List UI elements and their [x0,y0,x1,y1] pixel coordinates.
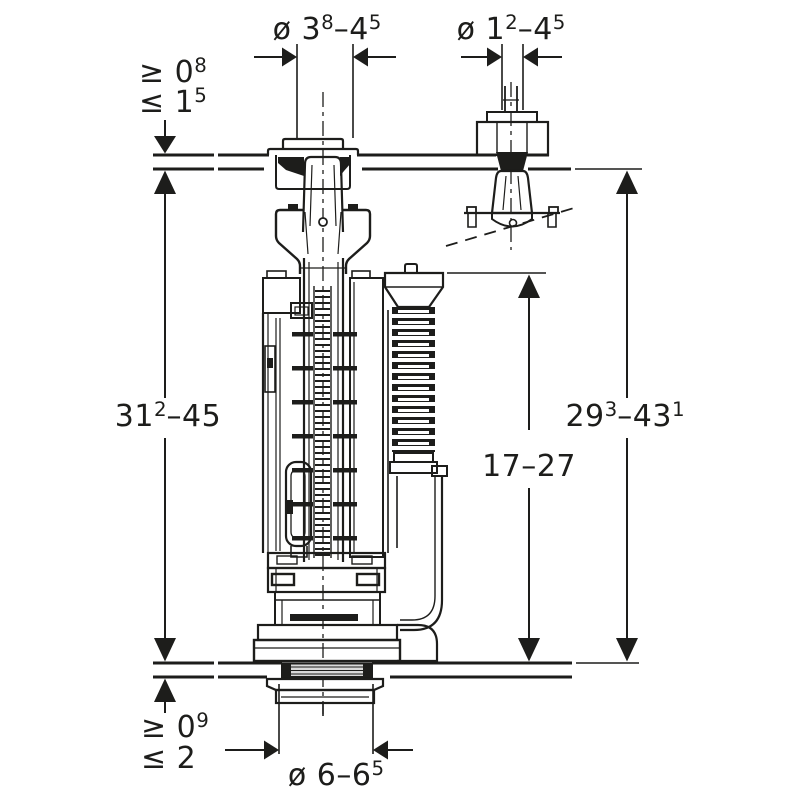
lift-rod-assembly [445,86,575,247]
dim-base-thickness [154,678,176,713]
dim-outlet-diameter [225,684,413,760]
dim-rod-hole-diameter [461,44,562,110]
label-lid-thickness-max: ≤ 15 [139,84,207,120]
flush-seal [290,614,358,621]
central-tube [302,258,345,562]
label-rod-hole-diameter: ø 12–45 [456,11,566,47]
button-seal-right [340,157,351,176]
head-screw-right [348,204,358,210]
push-button-assembly [266,137,372,274]
label-outlet-diameter: ø 6–65 [287,757,385,793]
head-screw-left [288,204,298,210]
tank-bottom [153,661,572,679]
label-overflow-height: 17–27 [482,449,576,484]
tank-lid [153,153,571,171]
sloped-lid-dashline [445,207,575,247]
dim-button-hole-diameter [254,44,396,138]
dim-right-height [575,168,642,664]
backnut [265,677,385,716]
overflow-bellows [383,263,448,632]
label-right-height: 293–431 [565,398,685,434]
valve-base [252,551,439,663]
label-left-height: 312–45 [114,398,222,434]
dim-left-height [154,170,176,662]
dim-overflow-height [447,272,546,662]
outlet-thread [281,662,373,678]
label-button-hole-diameter: ø 38–45 [272,11,382,47]
rod-seal [496,152,528,171]
button-seal-left [278,157,304,176]
float-clamp [284,460,313,558]
label-lid-thickness-min: ≥ 08 [139,54,207,90]
label-base-thickness-min: ≥ 09 [141,709,209,745]
pivot-hole [318,217,328,227]
label-base-thickness-max: ≤ 2 [141,741,197,776]
dim-lid-thickness [154,120,176,154]
valve-body [261,270,389,558]
